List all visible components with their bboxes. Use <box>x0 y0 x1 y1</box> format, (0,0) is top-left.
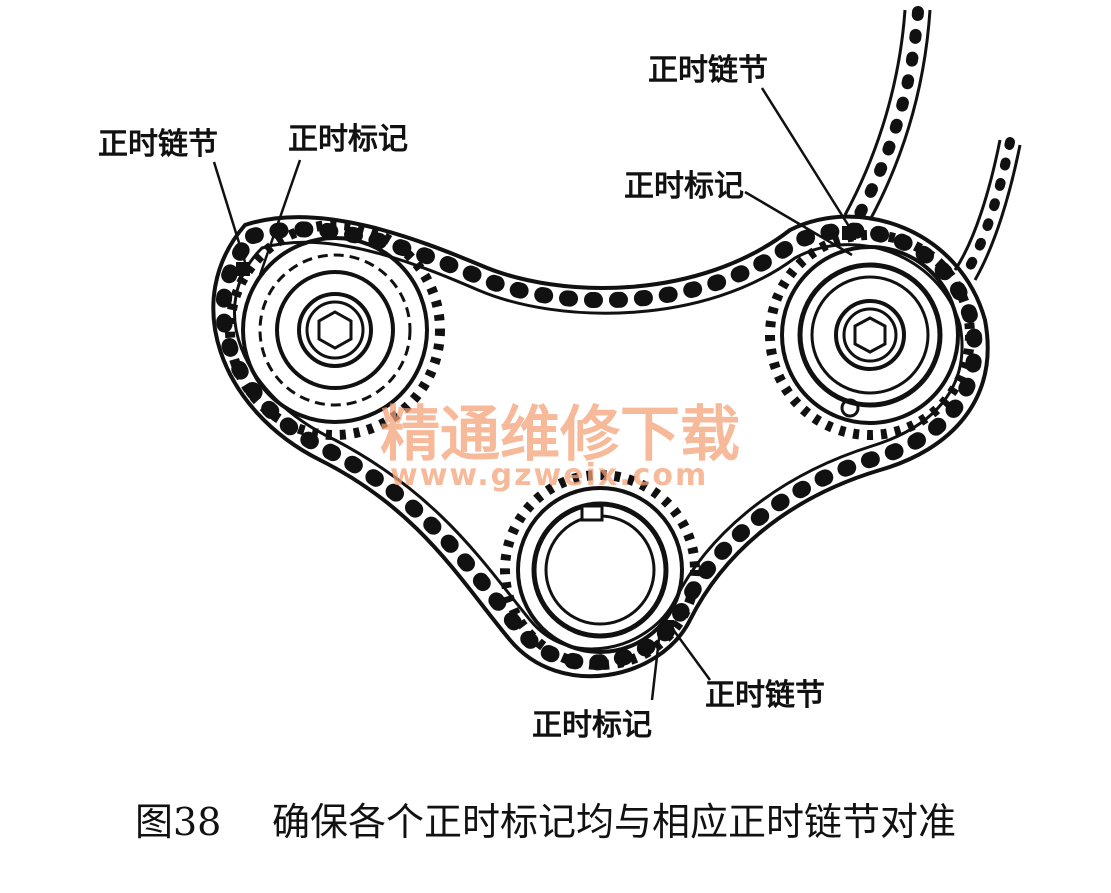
bottom-chain-link-label: 正时链节 <box>705 678 825 713</box>
chain-outer-edge <box>211 214 990 679</box>
right-chain-link-label: 正时链节 <box>648 53 768 88</box>
timing-chain <box>211 214 990 679</box>
right-camshaft-sprocket <box>765 226 975 440</box>
figure-caption: 确保各个正时标记均与相应正时链节对准 <box>272 800 956 844</box>
left-hex-bolt <box>317 310 353 350</box>
chain-strand-upper <box>843 6 932 223</box>
left-timing-mark-dot <box>236 262 250 276</box>
figure-number: 图38 <box>135 800 221 844</box>
left-timing-mark-label: 正时标记 <box>288 122 408 157</box>
left-camshaft-sprocket <box>225 220 445 440</box>
chain-inner-edge <box>233 240 964 651</box>
watermark-brand: 精通维修下载 <box>380 400 740 470</box>
crankshaft-sprocket <box>500 470 700 670</box>
bottom-timing-mark-label: 正时标记 <box>532 708 652 743</box>
bottom-timing-mark-dot <box>660 620 674 634</box>
leader-lines <box>212 87 853 701</box>
right-hex-bolt <box>853 316 887 354</box>
right-timing-mark-label: 正时标记 <box>624 169 744 204</box>
left-chain-link-label: 正时链节 <box>98 127 218 162</box>
chain-roller-line <box>215 221 983 671</box>
crank-keyway <box>580 504 604 522</box>
watermark-url: www.gzweix.com <box>390 458 708 493</box>
right-timing-mark-dot <box>842 226 856 240</box>
chain-strand-right <box>953 137 1022 281</box>
